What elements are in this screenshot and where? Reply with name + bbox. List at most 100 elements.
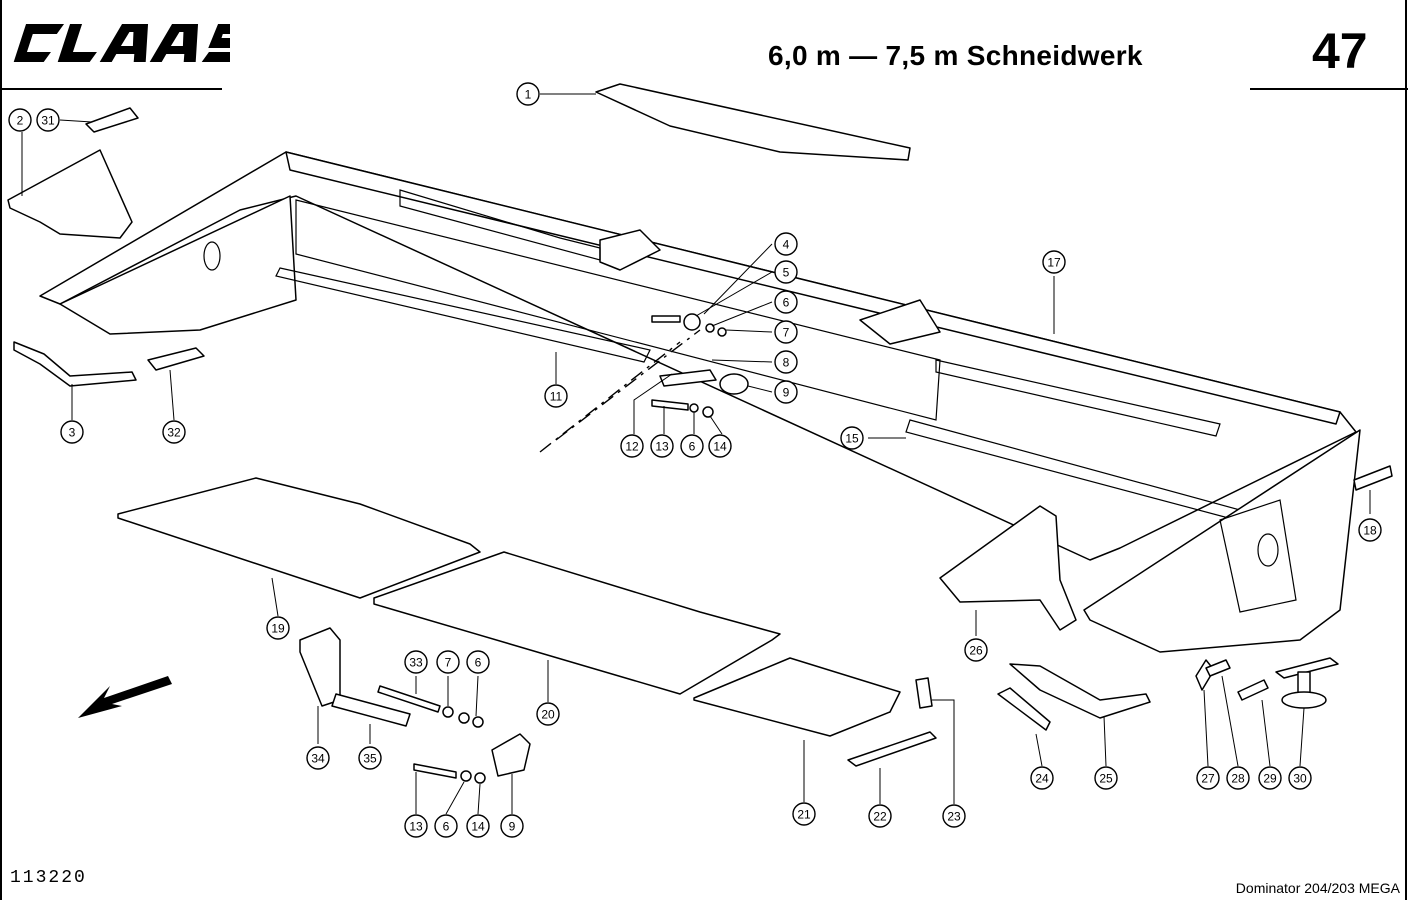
callout-7-nut: 7 <box>774 320 798 344</box>
callout-number: 14 <box>471 820 485 834</box>
header-right-rule <box>1250 88 1408 90</box>
callout-30-support-foot: 30 <box>1288 766 1312 790</box>
washer-lower-part <box>460 770 472 782</box>
callout-13-bolt-long: 13 <box>404 814 428 838</box>
strip-plate-part <box>847 731 937 767</box>
tube-part <box>331 693 411 727</box>
travel-direction-arrow-icon <box>78 676 172 718</box>
floor-plate-left-part <box>117 477 481 599</box>
callout-6-washer: 6 <box>774 290 798 314</box>
lock-washer-lower-part <box>474 772 486 784</box>
callout-number: 35 <box>363 752 377 766</box>
lock-washer-part <box>472 716 484 728</box>
callout-14-lock-washer: 14 <box>708 434 732 458</box>
callout-number: 18 <box>1363 524 1377 538</box>
slotted-bar-part <box>915 677 933 709</box>
callout-number: 6 <box>689 440 696 454</box>
spring-part <box>1237 679 1269 701</box>
callout-22-strip-plate: 22 <box>868 804 892 828</box>
left-wear-block-part <box>147 347 205 371</box>
callout-9-cam-plate: 9 <box>500 814 524 838</box>
callout-number: 13 <box>655 440 669 454</box>
callout-number: 34 <box>311 752 325 766</box>
drawing-number: 113220 <box>10 868 87 888</box>
callout-number: 20 <box>541 708 555 722</box>
callout-number: 27 <box>1201 772 1215 786</box>
callout-number: 32 <box>167 426 181 440</box>
callout-32-left-wear-block: 32 <box>162 420 186 444</box>
callout-31-left-bracket-small: 31 <box>36 108 60 132</box>
left-side-plate-part <box>7 149 133 239</box>
callout-15-front-rail-right: 15 <box>840 426 864 450</box>
leader-lines <box>21 93 1371 815</box>
callout-number: 15 <box>845 432 859 446</box>
frame-right-edge <box>1405 0 1407 900</box>
callout-number: 7 <box>445 656 452 670</box>
callout-number: 28 <box>1231 772 1245 786</box>
callout-number: 26 <box>969 644 983 658</box>
left-skid-strip-part <box>13 341 137 387</box>
callout-6-washer: 6 <box>434 814 458 838</box>
callout-25-skid-shoe: 25 <box>1094 766 1118 790</box>
callout-18-right-clip: 18 <box>1358 518 1382 542</box>
callout-13-bolt-long: 13 <box>650 434 674 458</box>
callout-33-threaded-rod: 33 <box>404 650 428 674</box>
retainer-part <box>1205 659 1231 677</box>
callout-number: 5 <box>783 266 790 280</box>
support-foot-part <box>1275 657 1339 709</box>
claas-logo <box>13 24 230 62</box>
callout-number: 7 <box>783 326 790 340</box>
callout-9-cam-plate: 9 <box>774 380 798 404</box>
header-left-rule <box>0 88 222 90</box>
side-bracket-part <box>939 505 1077 631</box>
floor-plate-middle-part <box>373 551 781 695</box>
callout-number: 3 <box>69 426 76 440</box>
page-title: 6,0 m — 7,5 m Schneidwerk <box>768 40 1143 71</box>
callout-number: 9 <box>783 386 790 400</box>
callout-21-floor-plate-right: 21 <box>792 802 816 826</box>
callout-number: 21 <box>797 808 811 822</box>
callout-17-main-frame: 17 <box>1042 250 1066 274</box>
callout-number: 23 <box>947 810 961 824</box>
callout-number: 8 <box>783 356 790 370</box>
callout-number: 6 <box>475 656 482 670</box>
callout-11-front-rail-left: 11 <box>544 384 568 408</box>
callout-27-spring-clip: 27 <box>1196 766 1220 790</box>
callout-number: 33 <box>409 656 423 670</box>
callout-number: 2 <box>17 114 24 128</box>
callout-23-slotted-bar: 23 <box>942 804 966 828</box>
nut-part <box>442 706 454 718</box>
callout-number: 6 <box>783 296 790 310</box>
callout-12-shaft: 12 <box>620 434 644 458</box>
callout-8-pin: 8 <box>774 350 798 374</box>
callout-20-floor-plate-middle: 20 <box>536 702 560 726</box>
callout-24-guide-plate: 24 <box>1030 766 1054 790</box>
callout-number: 11 <box>550 390 563 404</box>
threaded-rod-part <box>377 685 441 713</box>
floor-plate-right-part <box>693 657 901 737</box>
callout-4-bolt: 4 <box>774 232 798 256</box>
skid-shoe-part <box>1009 663 1151 719</box>
callout-number: 22 <box>873 810 887 824</box>
callout-1-top-cover: 1 <box>516 82 540 106</box>
callout-number: 4 <box>783 238 790 252</box>
guide-plate-part <box>997 687 1051 731</box>
callout-number: 25 <box>1099 772 1113 786</box>
callout-6-washer: 6 <box>466 650 490 674</box>
right-clip-part <box>1353 465 1393 491</box>
callout-number: 31 <box>41 114 55 128</box>
callout-number: 1 <box>525 88 532 102</box>
callout-14-lock-washer: 14 <box>466 814 490 838</box>
callout-26-side-bracket: 26 <box>964 638 988 662</box>
angle-bracket-part <box>299 627 341 707</box>
callout-number: 12 <box>625 440 639 454</box>
frame-left-edge <box>0 0 2 900</box>
callout-19-floor-plate-left: 19 <box>266 616 290 640</box>
washer-part <box>458 712 470 724</box>
callout-number: 29 <box>1263 772 1277 786</box>
callout-2-left-side-plate: 2 <box>8 108 32 132</box>
callout-5-clip: 5 <box>774 260 798 284</box>
